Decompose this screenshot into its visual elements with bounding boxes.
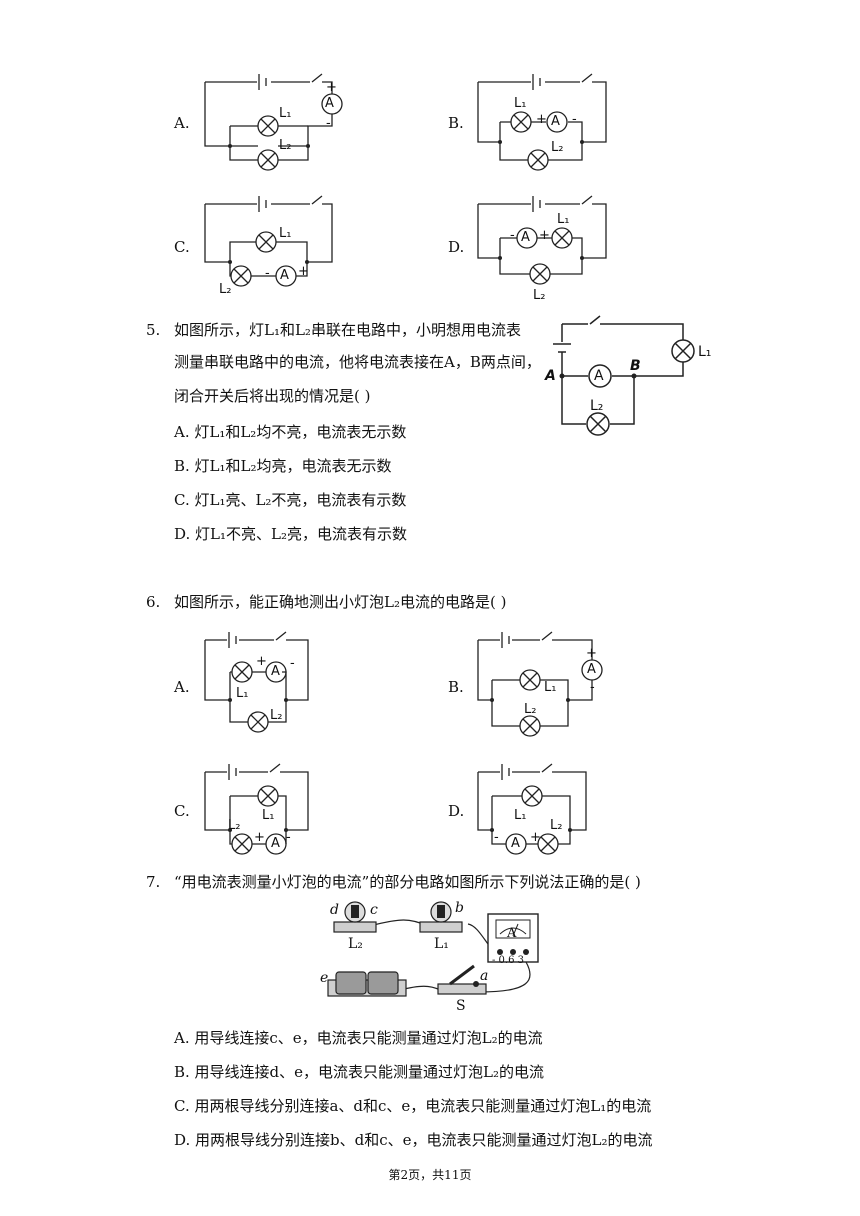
lamp2-label: L₂ — [533, 288, 546, 303]
lamp2-label: L₂ — [550, 818, 563, 833]
point-a-label: A — [545, 368, 556, 384]
lamp2-label: L₂ — [270, 708, 283, 723]
q6-number: 6. — [146, 593, 161, 611]
q4-circuit-labels: A + - L₁ L₂ L₁ A + - L₂ L₁ L₂ - A + - A … — [0, 0, 860, 320]
lamp2-label: L₂ — [348, 936, 363, 952]
q5-number: 5. — [146, 321, 161, 339]
terminal-d-label: d — [330, 902, 339, 918]
lamp1-label: L₁ — [279, 226, 292, 241]
q5-option-d: D. 灯L₁不亮、L₂亮，电流表有示数 — [174, 525, 407, 543]
switch-label: S — [456, 998, 466, 1014]
q4-option-d-letter: D. — [448, 238, 465, 256]
meter-label: A — [587, 662, 596, 677]
meter-label: A — [594, 368, 604, 384]
q6-option-b-letter: B. — [448, 678, 464, 696]
lamp1-label: L₁ — [557, 212, 570, 227]
lamp2-label: L₂ — [228, 818, 241, 833]
lamp2-label: L₂ — [279, 138, 292, 153]
lamp1-label: L₁ — [698, 344, 712, 360]
meter-label: A — [521, 230, 530, 245]
lamp1-label: L₁ — [514, 96, 527, 111]
terminal-c-label: c — [370, 902, 378, 918]
minus-sign: - — [265, 266, 270, 281]
lamp1-label: L₁ — [514, 808, 527, 823]
q5-option-c: C. 灯L₁亮、L₂不亮，电流表有示数 — [174, 491, 407, 509]
q5-figure-labels: A B A L₁ L₂ — [0, 0, 860, 450]
q7-stem: “用电流表测量小灯泡的电流”的部分电路如图所示下列说法正确的是( ) — [174, 873, 641, 891]
plus-sign: + — [539, 228, 550, 243]
plus-sign: + — [256, 654, 267, 669]
q7-option-b: B. 用导线连接d、e，电流表只能测量通过灯泡L₂的电流 — [174, 1063, 545, 1081]
lamp1-label: L₁ — [262, 808, 275, 823]
point-b-label: B — [630, 358, 641, 374]
q5-stem-line2: 测量串联电路中的电流，他将电流表接在A，B两点间， — [174, 353, 541, 371]
q5-option-a: A. 灯L₁和L₂均不亮，电流表无示数 — [174, 423, 407, 441]
lamp1-label: L₁ — [279, 106, 292, 121]
terminal-b-label: b — [455, 900, 464, 916]
q4-option-b-letter: B. — [448, 114, 464, 132]
meter-label: A — [507, 926, 517, 941]
q7-option-a: A. 用导线连接c、e，电流表只能测量通过灯泡L₂的电流 — [174, 1029, 543, 1047]
lamp2-label: L₂ — [590, 398, 604, 414]
q7-figure-labels: d c b L₂ L₁ A - 0.6 3 e a S — [320, 900, 525, 1014]
plus-sign: + — [326, 80, 337, 95]
meter-label: A — [551, 114, 560, 129]
q5-stem-line3: 闭合开关后将出现的情况是( ) — [174, 387, 371, 405]
q6-option-c-letter: C. — [174, 802, 190, 820]
q6-option-a-letter: A. — [174, 678, 190, 696]
meter-label: A — [325, 96, 334, 111]
q7-option-c: C. 用两根导线分别连接a、d和c、e，电流表只能测量通过灯泡L₁的电流 — [174, 1097, 652, 1115]
q7-number: 7. — [146, 873, 161, 891]
minus-sign: - — [286, 830, 291, 845]
q6-option-d-letter: D. — [448, 802, 465, 820]
lamp2-label: L₂ — [524, 702, 537, 717]
page-footer: 第2页，共11页 — [388, 1168, 472, 1182]
plus-sign: + — [536, 112, 547, 127]
minus-sign: - — [510, 228, 515, 243]
meter-scale-label: - 0.6 3 — [492, 955, 525, 966]
plus-sign: + — [298, 264, 309, 279]
meter-label: A — [271, 836, 280, 851]
q7-option-d: D. 用两根导线分别连接b、d和c、e，电流表只能测量通过灯泡L₂的电流 — [174, 1131, 653, 1149]
lamp1-label: L₁ — [434, 936, 449, 952]
plus-sign: + — [586, 646, 597, 661]
terminal-e-label: e — [320, 970, 329, 986]
minus-sign: - — [290, 656, 295, 671]
q6-stem: 如图所示，能正确地测出小灯泡L₂电流的电路是( ) — [174, 593, 507, 611]
lamp2-label: L₂ — [219, 282, 232, 297]
meter-label: A — [280, 268, 289, 283]
q5-option-b: B. 灯L₁和L₂均亮，电流表无示数 — [174, 457, 392, 475]
lamp2-label: L₂ — [551, 140, 564, 155]
q4-option-c-letter: C. — [174, 238, 190, 256]
q4-option-a-letter: A. — [174, 114, 190, 132]
plus-sign: + — [254, 830, 265, 845]
minus-sign: - — [326, 116, 331, 131]
lamp1-label: L₁ — [544, 680, 557, 695]
plus-sign: + — [530, 830, 541, 845]
meter-label: A — [511, 836, 520, 851]
minus-sign: - — [572, 112, 577, 127]
lamp1-label: L₁ — [236, 686, 249, 701]
minus-sign: - — [494, 830, 499, 845]
terminal-a-label: a — [480, 968, 489, 984]
minus-sign: - — [590, 680, 595, 695]
meter-label: A — [271, 664, 280, 679]
q5-stem-line1: 如图所示，灯L₁和L₂串联在电路中，小明想用电流表 — [174, 321, 521, 339]
q6-circuit-labels: + A - L₁ L₂ + A - L₁ L₂ L₁ L₂ + A - L₁ L… — [228, 646, 597, 851]
